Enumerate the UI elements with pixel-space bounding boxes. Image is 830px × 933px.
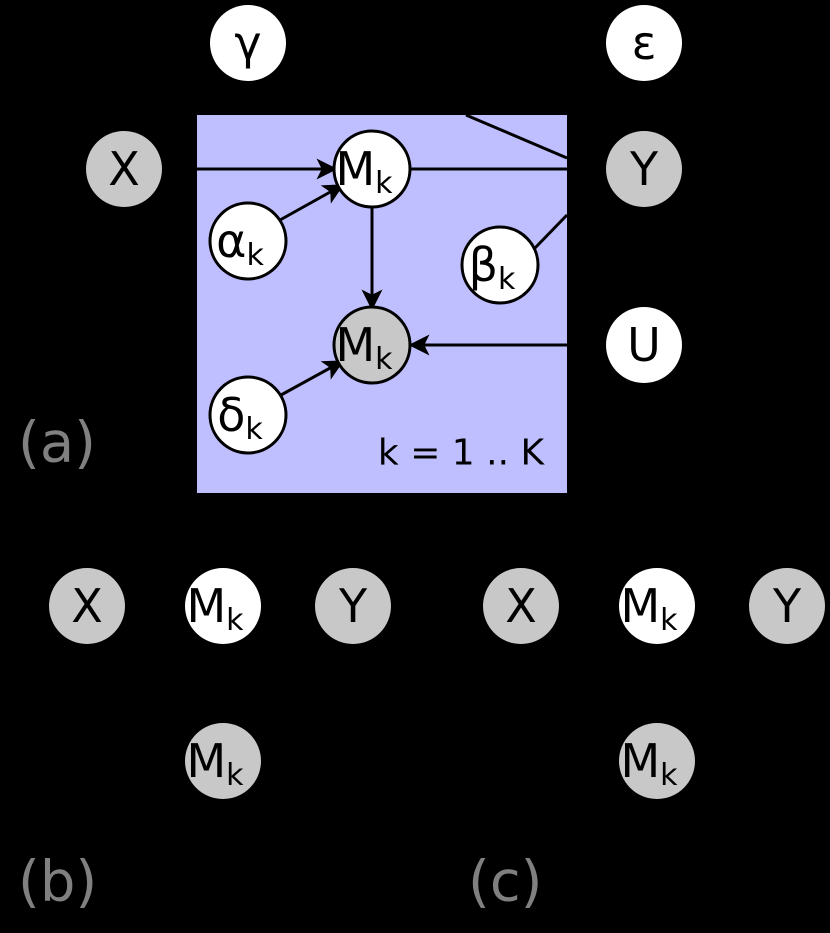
node-label-y: Y bbox=[629, 142, 659, 196]
node-label-b-y: Y bbox=[338, 579, 368, 633]
node-u: U bbox=[606, 307, 682, 383]
panel-b: X Mk Y Mk (b) bbox=[18, 568, 391, 915]
node-label-u: U bbox=[627, 318, 661, 372]
node-label-b-x: X bbox=[71, 579, 103, 633]
node-b-x: X bbox=[49, 568, 125, 644]
node-circle-alpha-k bbox=[208, 201, 288, 281]
panel-label-a: (a) bbox=[18, 411, 96, 476]
node-b-m-upper: Mk bbox=[185, 568, 261, 644]
edge-gamma-to-right bbox=[465, 113, 568, 160]
edge-beta-to-right bbox=[532, 213, 569, 251]
panel-label-b: (b) bbox=[18, 850, 97, 915]
node-circle-c-m-upper bbox=[619, 568, 695, 644]
node-alpha-k: αk bbox=[208, 201, 288, 281]
node-c-m-upper: Mk bbox=[619, 568, 695, 644]
node-circle-beta-k bbox=[460, 225, 540, 305]
node-circle-y bbox=[606, 131, 682, 207]
node-circle-epsilon bbox=[606, 5, 682, 81]
node-circle-x bbox=[86, 131, 162, 207]
node-epsilon: ε bbox=[606, 5, 682, 81]
node-label-x: X bbox=[108, 142, 140, 196]
node-circle-gamma bbox=[210, 5, 286, 81]
node-circle-b-y bbox=[315, 568, 391, 644]
node-circle-u bbox=[606, 307, 682, 383]
panel-c: X Mk Y Mk (c) bbox=[468, 568, 825, 915]
edge-alpha-to-m-upper bbox=[279, 184, 345, 222]
node-circle-c-y bbox=[749, 568, 825, 644]
node-label-epsilon: ε bbox=[632, 16, 657, 70]
node-c-m-lower: Mk bbox=[619, 723, 695, 799]
node-circle-m-upper bbox=[332, 129, 412, 209]
node-x: X bbox=[86, 131, 162, 207]
node-gamma: γ bbox=[210, 5, 286, 81]
plate-caption: k = 1 .. K bbox=[378, 433, 546, 474]
node-m-upper: Mk bbox=[332, 129, 412, 209]
node-label-gamma: γ bbox=[234, 16, 261, 70]
node-circle-c-m-lower bbox=[619, 723, 695, 799]
node-circle-b-x bbox=[49, 568, 125, 644]
node-m-lower: Mk bbox=[332, 305, 412, 385]
node-circle-m-lower bbox=[332, 305, 412, 385]
node-circle-delta-k bbox=[208, 375, 288, 455]
node-y: Y bbox=[606, 131, 682, 207]
node-b-y: Y bbox=[315, 568, 391, 644]
node-label-delta-k: δk bbox=[217, 388, 263, 447]
node-delta-k: δk bbox=[208, 375, 288, 455]
node-b-m-lower: Mk bbox=[185, 723, 261, 799]
node-label-c-y: Y bbox=[772, 579, 802, 633]
node-circle-b-m-upper bbox=[185, 568, 261, 644]
node-label-c-x: X bbox=[505, 579, 537, 633]
node-c-x: X bbox=[483, 568, 559, 644]
node-c-y: Y bbox=[749, 568, 825, 644]
panel-label-c: (c) bbox=[468, 850, 542, 915]
edge-delta-to-m-lower bbox=[280, 360, 345, 397]
node-beta-k: βk bbox=[460, 225, 540, 305]
node-circle-b-m-lower bbox=[185, 723, 261, 799]
node-circle-c-x bbox=[483, 568, 559, 644]
